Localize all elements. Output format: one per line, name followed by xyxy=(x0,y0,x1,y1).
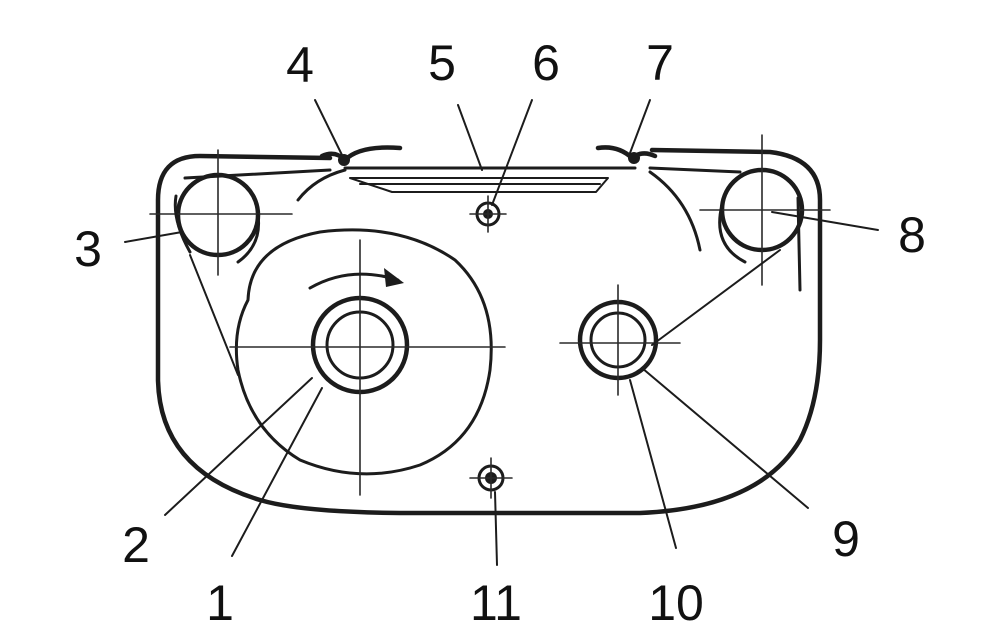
tape-to-supply xyxy=(189,254,239,376)
leader-lines xyxy=(124,99,879,566)
callout-11: 11 xyxy=(470,575,522,631)
callout-9: 9 xyxy=(832,511,860,567)
leader-7 xyxy=(629,99,651,154)
right-guide-roller xyxy=(699,134,831,292)
left-inner-wall xyxy=(296,168,347,202)
pressure-pad xyxy=(349,177,609,193)
left-tape-guide xyxy=(319,145,403,166)
callout-8: 8 xyxy=(898,207,926,263)
leader-11 xyxy=(494,491,498,566)
leader-1 xyxy=(231,387,323,557)
tape-pack-outline xyxy=(234,228,493,476)
callout-10: 10 xyxy=(648,575,704,631)
left-guide-clip xyxy=(319,145,403,163)
leader-10 xyxy=(629,379,677,549)
callout-3: 3 xyxy=(74,221,102,277)
callout-5: 5 xyxy=(428,35,456,91)
rotation-arrow-head xyxy=(384,268,404,287)
right-tape-guide xyxy=(595,145,658,164)
callout-7: 7 xyxy=(646,35,674,91)
takeup-reel xyxy=(559,284,681,396)
right-guide-pin xyxy=(628,152,640,164)
right-roller-guide xyxy=(718,196,802,292)
leader-5 xyxy=(457,104,483,171)
leader-4 xyxy=(314,99,343,156)
callout-1: 1 xyxy=(206,575,234,631)
callout-2: 2 xyxy=(122,517,150,573)
leader-6 xyxy=(491,99,533,206)
right-inner-wall xyxy=(648,170,702,252)
leader-2 xyxy=(164,377,313,516)
callout-4: 4 xyxy=(286,37,314,93)
left-guide-roller xyxy=(149,149,293,276)
screw-11 xyxy=(469,457,513,499)
rotation-arrow xyxy=(308,272,400,290)
leader-3 xyxy=(124,231,183,243)
pressure-pad-body xyxy=(349,177,609,193)
cassette-housing-outline xyxy=(155,147,823,516)
tape-to-takeup xyxy=(651,249,781,346)
callout-6: 6 xyxy=(532,35,560,91)
callout-labels: 1 2 3 4 5 6 7 8 9 10 11 xyxy=(74,35,926,631)
left-guide-pin xyxy=(338,154,350,166)
leader-9 xyxy=(641,367,809,509)
tape-path xyxy=(183,166,781,376)
left-roller-guide xyxy=(173,194,261,264)
tape-top-right xyxy=(648,166,742,174)
screw-6 xyxy=(469,195,507,233)
supply-reel xyxy=(229,228,506,496)
right-guide-clip xyxy=(595,145,658,161)
leader-8 xyxy=(771,211,879,231)
tape-top-left xyxy=(183,168,332,180)
